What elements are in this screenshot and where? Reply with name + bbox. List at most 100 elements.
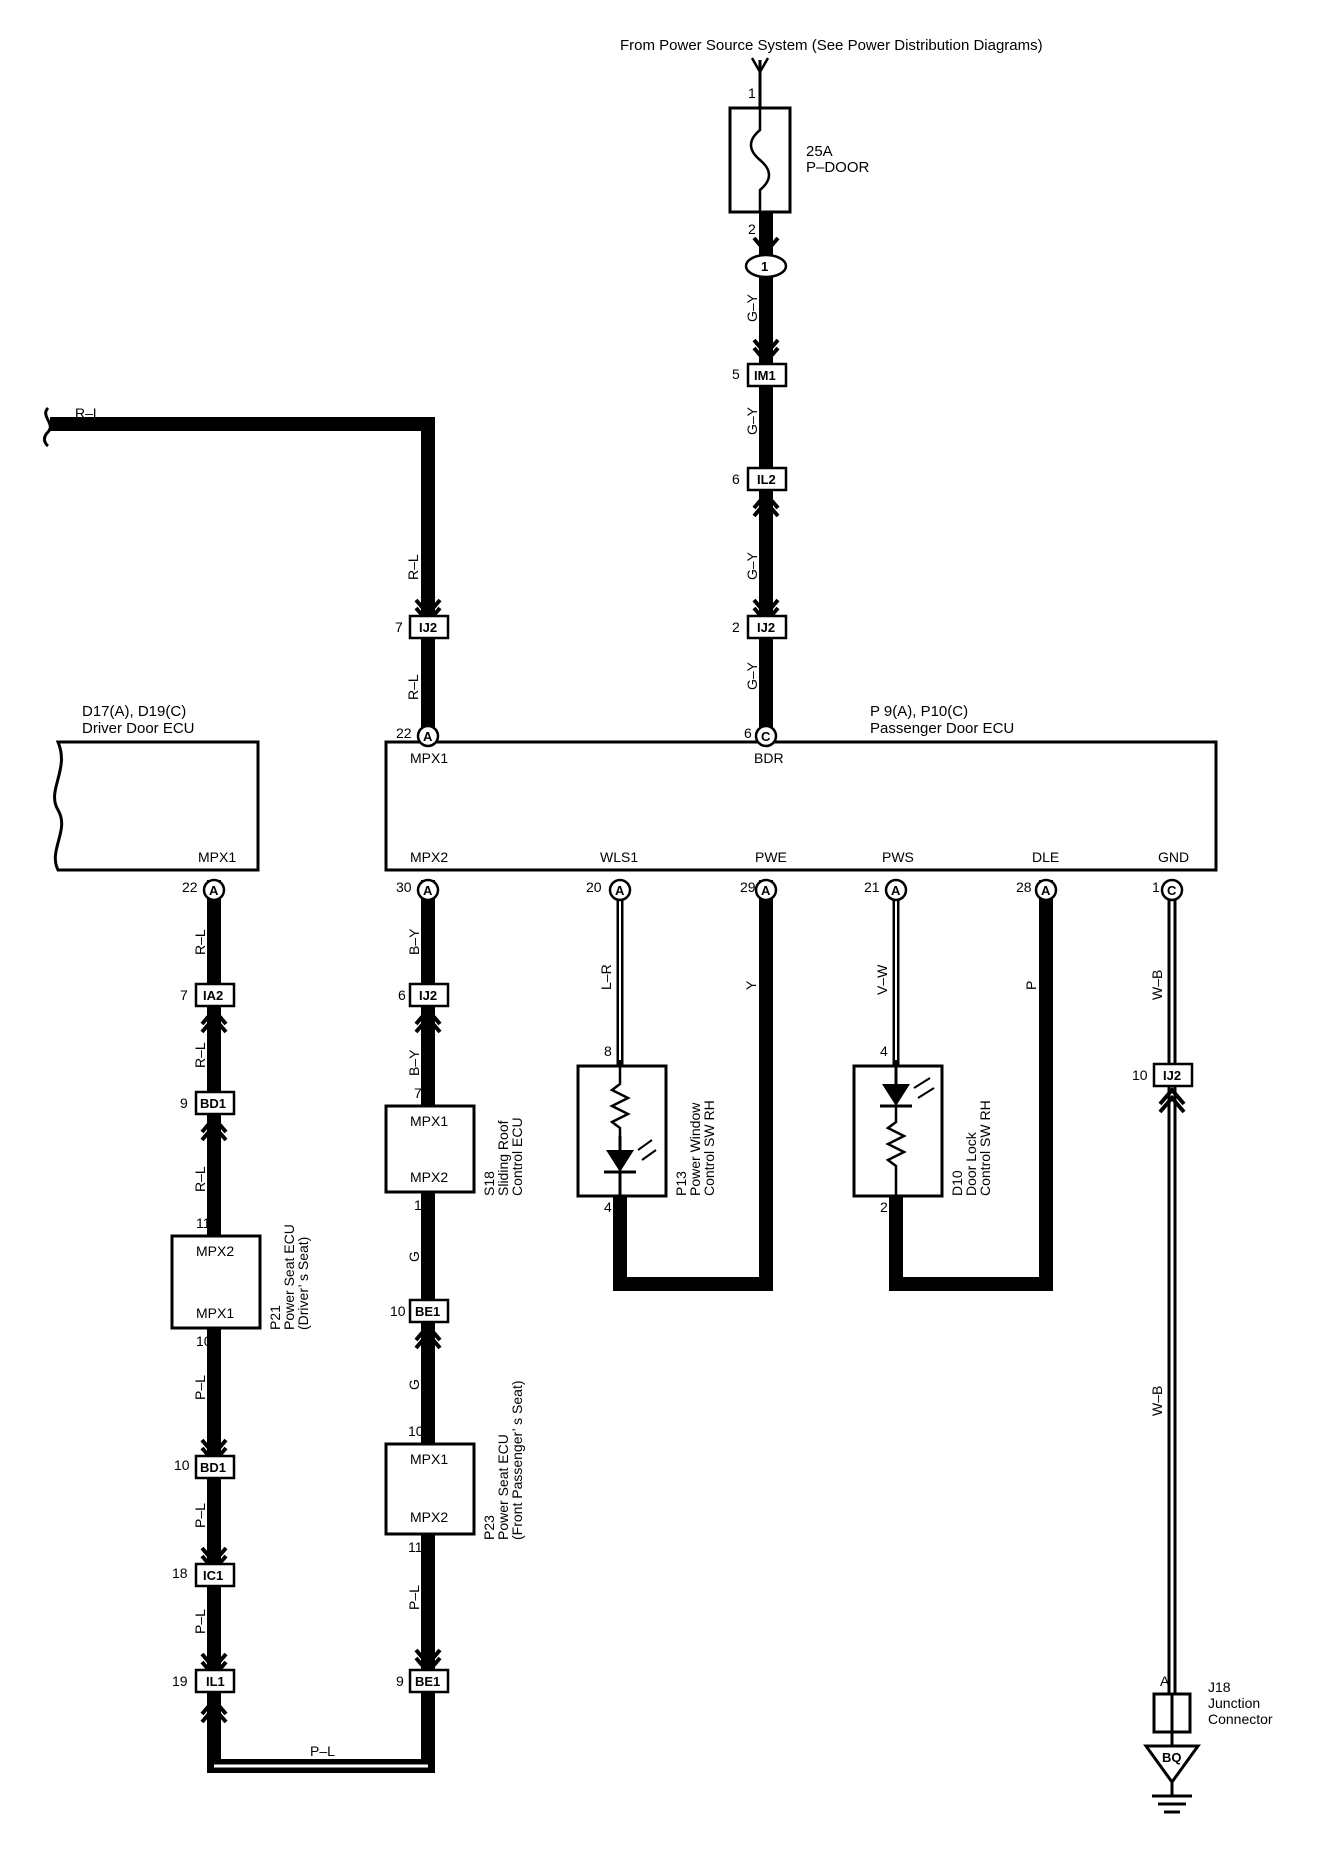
pecu-mpx1-name: MPX1: [410, 750, 448, 766]
wire-rl-top: [50, 417, 435, 728]
wire-label-rl-5: R–L: [192, 1166, 208, 1192]
il1-pin: 19: [172, 1673, 188, 1689]
connector-bd1-top: [194, 1090, 236, 1116]
connector-bd1-bottom: [194, 1454, 236, 1480]
junction-1-label: 1: [761, 259, 768, 274]
wire-label-pl-1: P–L: [192, 1375, 208, 1400]
led-icon: [882, 1084, 910, 1106]
fuse-rating: 25A: [806, 143, 833, 160]
fuse-p-door: 1 25A P–DOOR 2: [728, 85, 870, 237]
passenger-ecu-title: P 9(A), P10(C): [870, 703, 968, 720]
p13-pin-bottom: 4: [604, 1199, 612, 1215]
ij2-top-left-pin: 7: [395, 619, 403, 635]
j18-name1: Junction: [1208, 1695, 1260, 1711]
p23-pin-bottom: 11: [408, 1539, 423, 1555]
svg-text:Sliding Roof: Sliding Roof: [495, 1120, 511, 1196]
pecu-mpx2-pin: 30: [396, 879, 412, 895]
d10-caption: D10 Door Lock Control SW RH: [949, 1100, 993, 1196]
ia2-label: IA2: [203, 988, 223, 1003]
pecu-wls1-letter: A: [615, 883, 625, 898]
passenger-door-ecu-box: [384, 740, 1218, 872]
d10-pin-bottom: 2: [880, 1199, 888, 1215]
wire-label-y: Y: [743, 980, 759, 990]
wire-label-rl-1: R–L: [405, 554, 421, 580]
il2-pin: 6: [732, 471, 740, 487]
j18-code: J18: [1208, 1679, 1231, 1695]
sliding-roof-ecu-box: [384, 1104, 476, 1194]
wire-label-pl-bottom: P–L: [310, 1743, 335, 1759]
pecu-wls1-pin: 20: [586, 879, 602, 895]
wire-p-loop: [889, 880, 1053, 1291]
pecu-mpx1-terminal: [416, 724, 440, 748]
p23-caption: P23 Power Seat ECU (Front Passenger’ s S…: [481, 1380, 525, 1540]
chevron-up-icon: [1158, 1086, 1186, 1114]
connector-be1-top: [408, 1298, 450, 1324]
svg-text:Control ECU: Control ECU: [509, 1117, 525, 1196]
p21-caption: P21 Power Seat ECU (Driver’ s Seat): [267, 1224, 311, 1330]
svg-text:Door Lock: Door Lock: [963, 1131, 979, 1196]
pecu-pws-name: PWS: [882, 849, 914, 865]
il2-label: IL2: [757, 472, 776, 487]
pecu-wls1-terminal: [608, 878, 632, 902]
svg-text:S18: S18: [481, 1171, 497, 1196]
pecu-mpx2-name: MPX2: [410, 849, 448, 865]
wire-label-gy-2: G–Y: [744, 406, 760, 435]
p13-caption: P13 Power Window Control SW RH: [673, 1100, 717, 1196]
il1-label: IL1: [206, 1674, 225, 1689]
pecu-mpx1-letter: A: [423, 729, 433, 744]
p13-pin-top: 8: [604, 1043, 612, 1059]
svg-text:Power Seat ECU: Power Seat ECU: [281, 1224, 297, 1330]
passenger-ecu-name: Passenger Door ECU: [870, 720, 1014, 737]
svg-text:P23: P23: [481, 1515, 497, 1540]
svg-text:D10: D10: [949, 1170, 965, 1196]
connector-ij2-mid: [408, 982, 450, 1008]
ic1-pin: 18: [172, 1565, 188, 1581]
decu-mpx1-name: MPX1: [198, 849, 236, 865]
arrow-down-icon: [752, 236, 780, 256]
pecu-dle-name: DLE: [1032, 849, 1059, 865]
pecu-pws-pin: 21: [864, 879, 880, 895]
power-window-switch-box: [576, 1064, 668, 1198]
wire-label-gy-4: G–Y: [744, 661, 760, 690]
led-icon: [606, 1150, 634, 1172]
s18-caption: S18 Sliding Roof Control ECU: [481, 1117, 525, 1196]
p21-pin-top: 11: [196, 1215, 211, 1231]
pecu-mpx2-letter: A: [423, 883, 433, 898]
s18-pin-top: 7: [414, 1085, 422, 1101]
chevron-down-icon: [752, 338, 780, 366]
wire-label-rl-3: R–L: [192, 929, 208, 955]
wire-label-pl-2: P–L: [192, 1503, 208, 1528]
pecu-bdr-name: BDR: [754, 750, 784, 766]
ij2-right-label: IJ2: [1163, 1068, 1181, 1083]
wire-label-gy-1: G–Y: [744, 293, 760, 322]
decu-letter: A: [209, 883, 219, 898]
pecu-gnd-terminal: [1160, 878, 1184, 902]
power-seat-passenger-box: [384, 1442, 476, 1536]
chevron-up-icon: [414, 1322, 442, 1350]
header-text: From Power Source System (See Power Dist…: [620, 37, 1043, 54]
ia2-pin: 7: [180, 987, 188, 1003]
connector-im1: [746, 362, 788, 388]
p23-pin-top: 10: [408, 1423, 424, 1439]
driver-ecu-title: D17(A), D19(C): [82, 703, 186, 720]
pecu-wls1-name: WLS1: [600, 849, 638, 865]
light-emit-icon: [913, 1077, 935, 1099]
be1-bottom-pin: 9: [396, 1673, 404, 1689]
d10-pin-top: 4: [880, 1043, 888, 1059]
chevron-up-icon: [200, 1006, 228, 1034]
p21-pin-bottom: 10: [196, 1333, 212, 1349]
p21-t1: MPX2: [196, 1243, 234, 1259]
fuse-pin-top: 1: [748, 85, 756, 101]
pecu-gnd-letter: C: [1167, 883, 1177, 898]
power-input-arrow-icon: [750, 57, 770, 75]
pecu-bdr-terminal: [754, 724, 778, 748]
connector-ic1: [194, 1562, 236, 1588]
svg-text:Power Seat ECU: Power Seat ECU: [495, 1434, 511, 1540]
pecu-bdr-letter: C: [761, 729, 771, 744]
ij2-right-pin: 10: [1132, 1067, 1148, 1083]
ground-label: BQ: [1162, 1750, 1182, 1765]
wire-label-pl-4: P–L: [406, 1585, 422, 1610]
ij2-top-left-label: IJ2: [419, 620, 437, 635]
connector-il1: [194, 1668, 236, 1694]
connector-be1-bottom: [408, 1668, 450, 1694]
